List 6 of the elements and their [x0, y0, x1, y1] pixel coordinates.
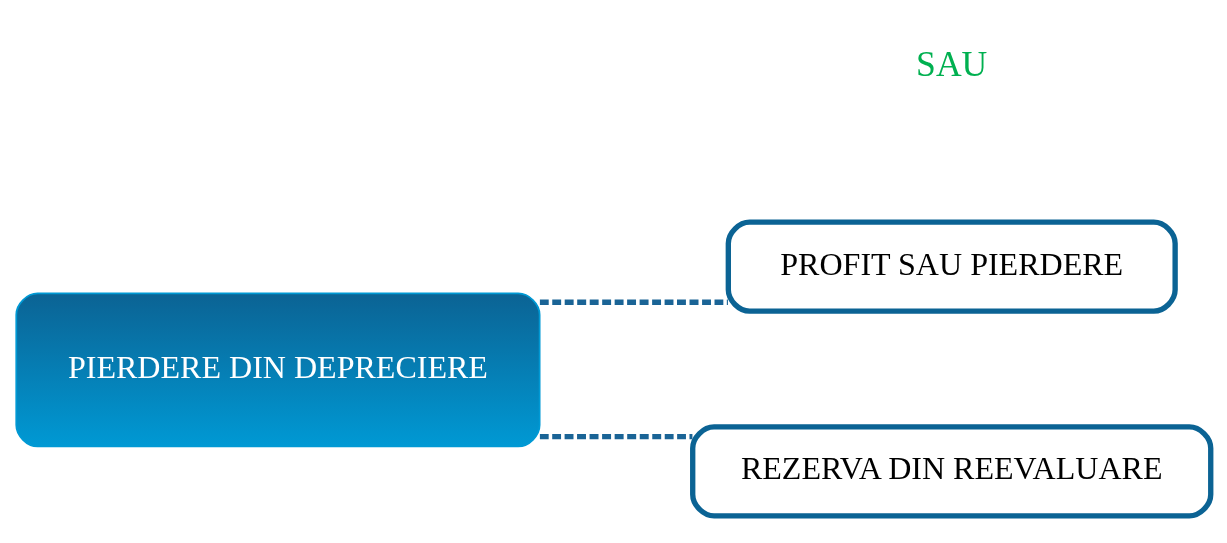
- connector: [539, 433, 693, 439]
- node-box: PIERDERE DIN DEPRECIERE: [15, 291, 541, 447]
- label: SAU: [916, 43, 988, 84]
- connector: [539, 299, 728, 305]
- node-box: PROFIT SAU PIERDERE: [725, 219, 1178, 314]
- node-box: REZERVA DIN REEVALUARE: [690, 423, 1214, 519]
